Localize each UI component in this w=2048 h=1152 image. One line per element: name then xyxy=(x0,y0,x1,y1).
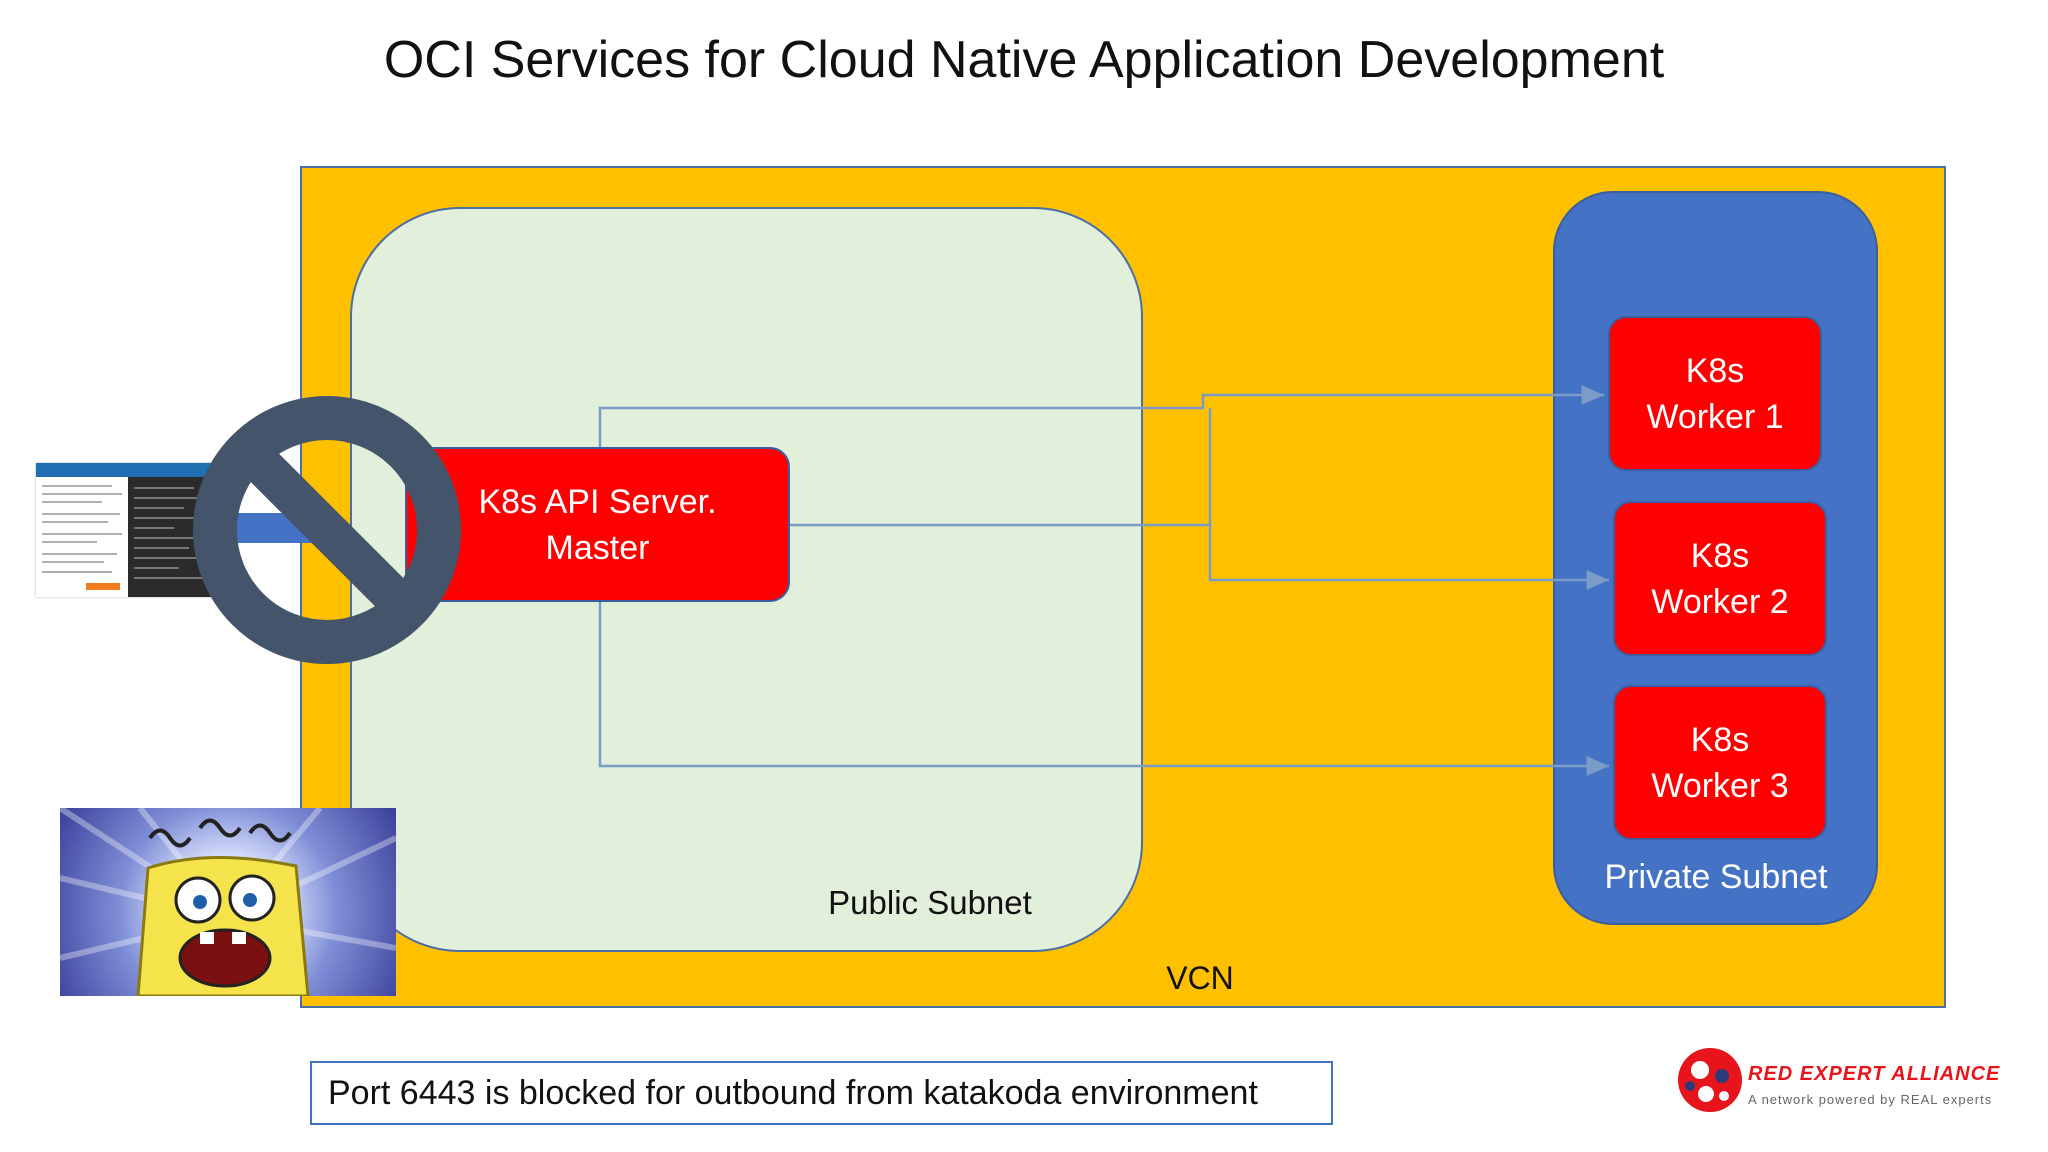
k8s-worker-3-node: K8s Worker 3 xyxy=(1613,685,1827,840)
worker-2-line1: K8s xyxy=(1690,536,1750,575)
k8s-api-server-node: K8s API Server. Master xyxy=(405,447,790,602)
worker-3-line1: K8s xyxy=(1690,720,1750,759)
prohibited-icon xyxy=(193,396,461,664)
worker-2-line2: Worker 2 xyxy=(1651,582,1789,621)
page-title: OCI Services for Cloud Native Applicatio… xyxy=(383,31,1665,89)
k8s-worker-2-node: K8s Worker 2 xyxy=(1613,501,1827,656)
red-expert-alliance-logo xyxy=(1678,1048,1742,1112)
logo-name: RED EXPERT ALLIANCE xyxy=(1748,1063,2001,1085)
logo-tagline: A network powered by REAL experts xyxy=(1748,1092,1993,1107)
vcn-label: VCN xyxy=(1166,960,1234,996)
panicked-sponge-meme xyxy=(60,808,396,996)
k8s-worker-1-node: K8s Worker 1 xyxy=(1608,316,1822,471)
worker-3-line2: Worker 3 xyxy=(1651,766,1789,805)
public-subnet-label: Public Subnet xyxy=(828,884,1032,921)
private-subnet-label: Private Subnet xyxy=(1604,858,1828,896)
worker-1-line2: Worker 1 xyxy=(1646,397,1784,436)
api-server-line2: Master xyxy=(545,528,650,567)
katakoda-screenshot-thumbnail xyxy=(36,463,226,597)
worker-1-line1: K8s xyxy=(1685,351,1745,390)
blocked-port-note: Port 6443 is blocked for outbound from k… xyxy=(310,1061,1333,1125)
api-server-line1: K8s API Server. xyxy=(478,482,717,521)
